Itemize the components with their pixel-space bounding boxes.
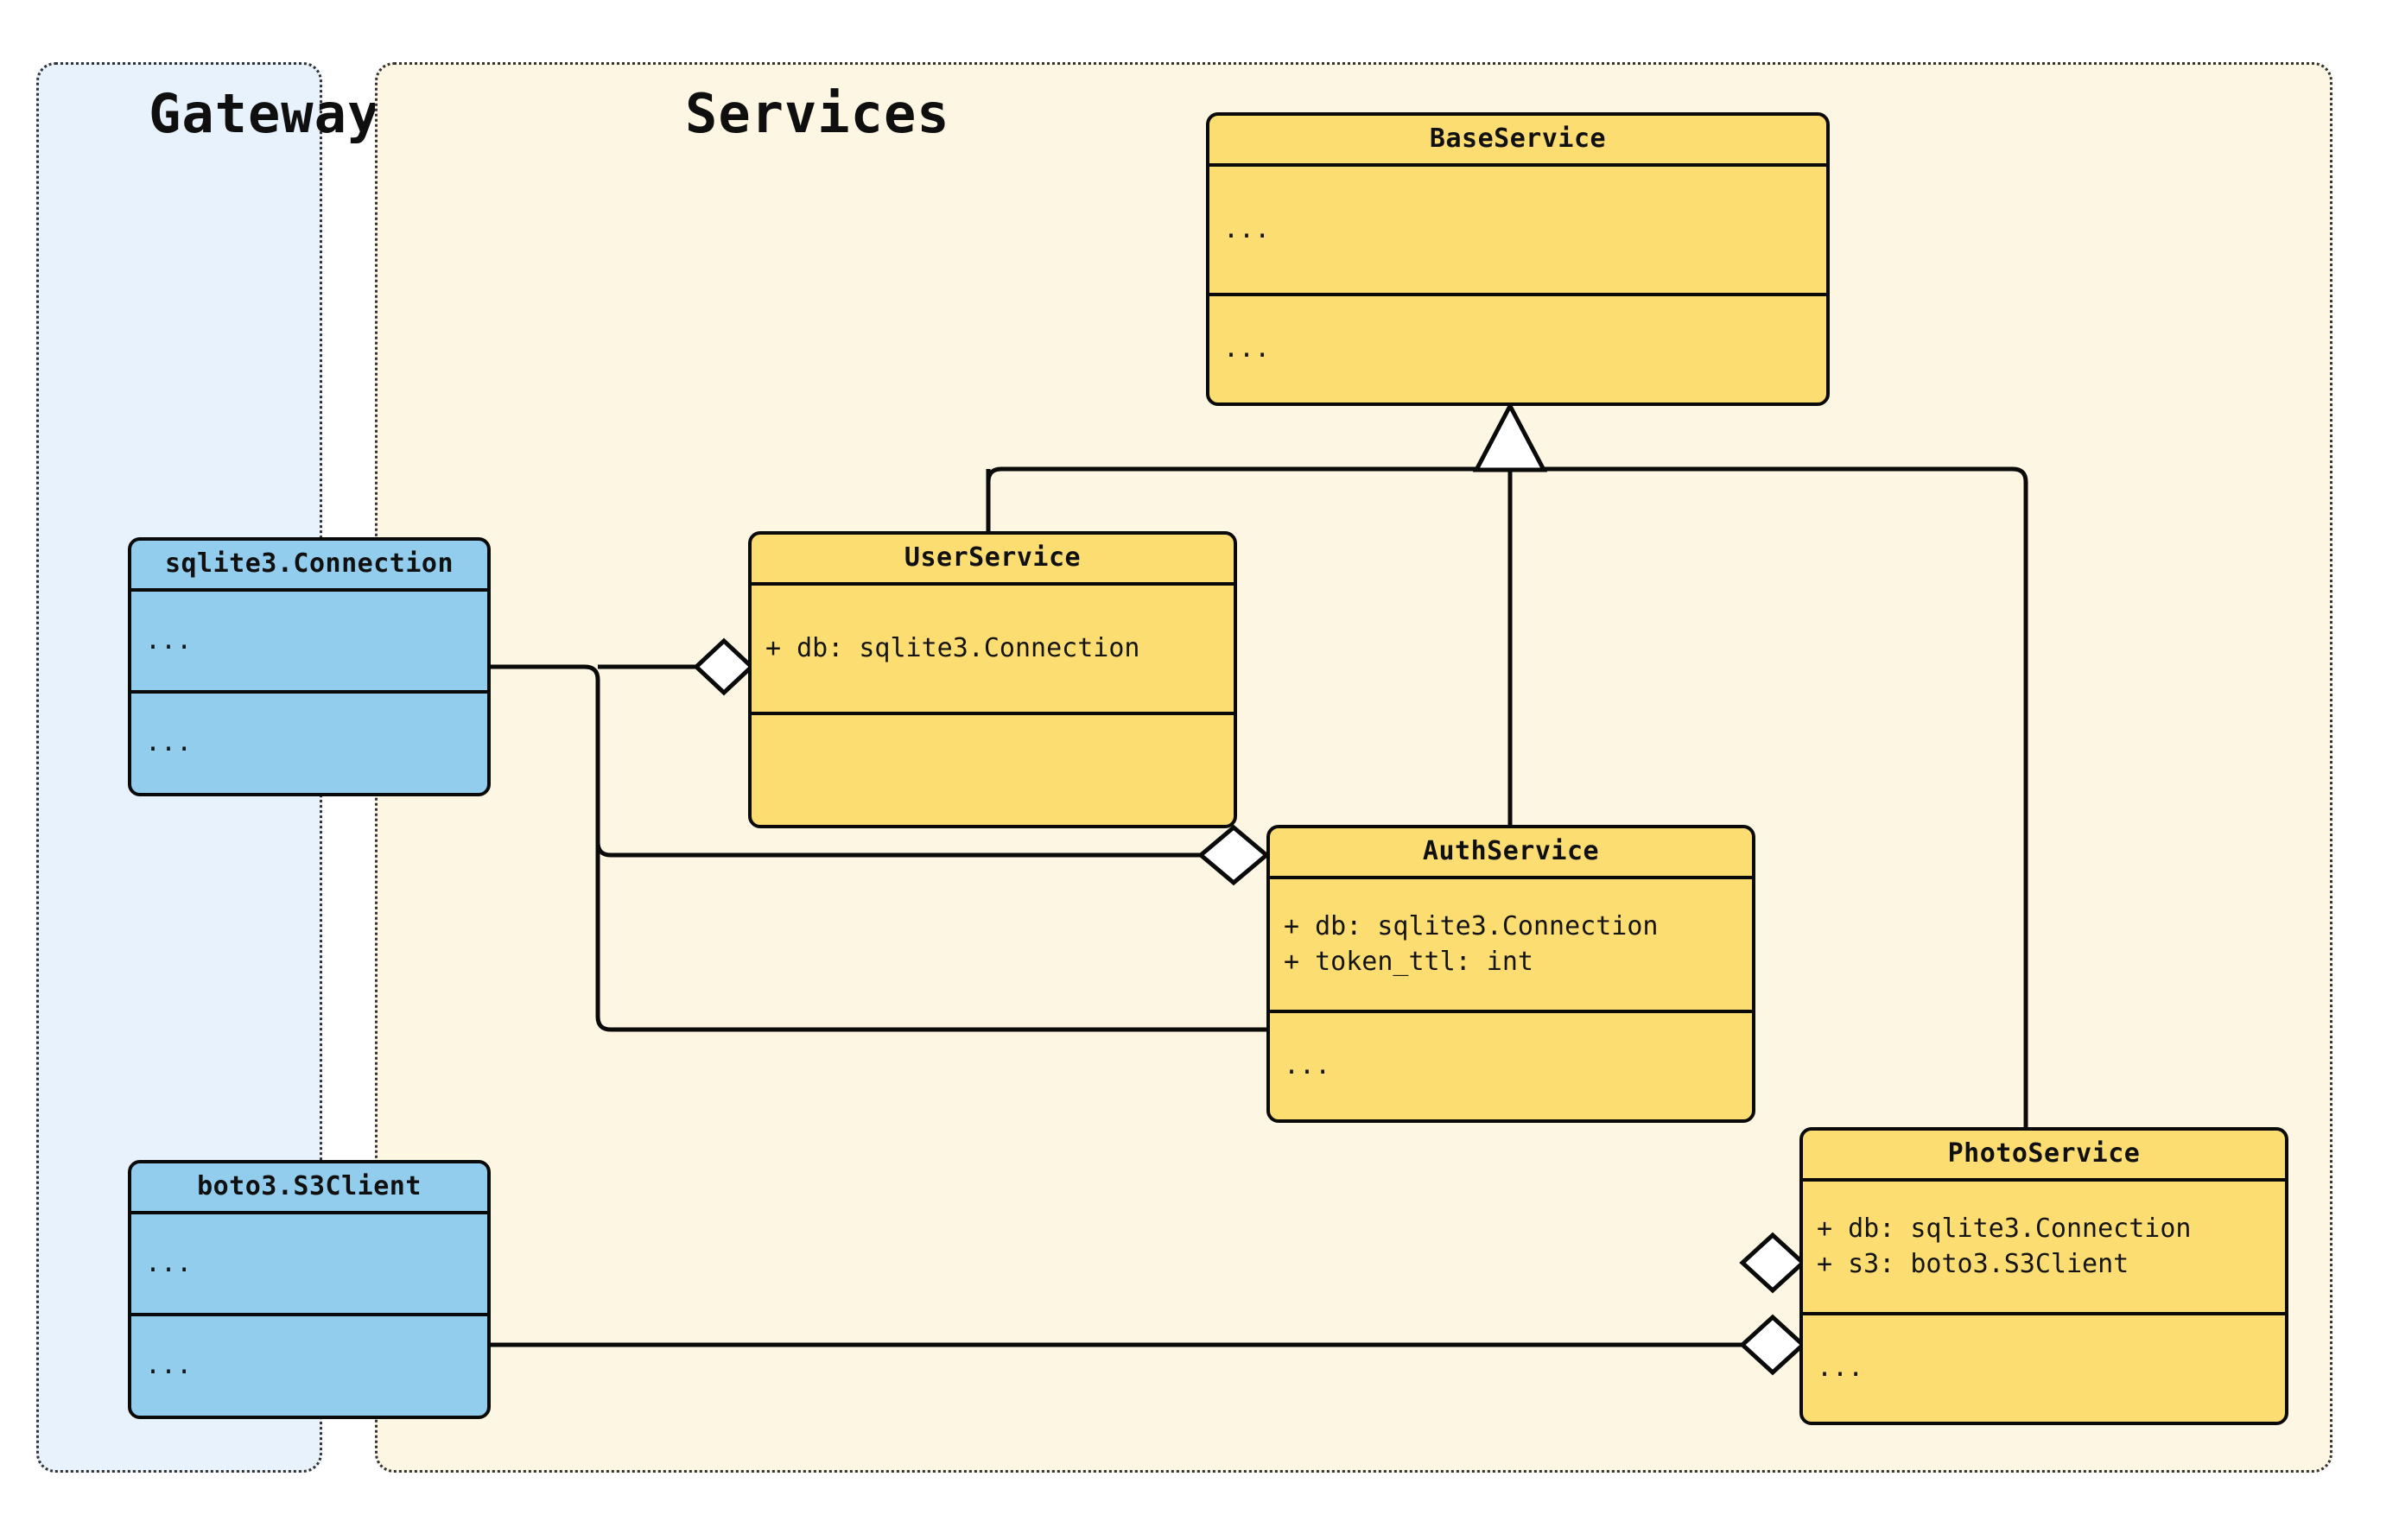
class-box-auth-service[interactable]: AuthService + db: sqlite3.Connection + t… xyxy=(1266,825,1755,1123)
attribute-row: + s3: boto3.S3Client xyxy=(1817,1248,2129,1279)
class-attributes-photo-service: + db: sqlite3.Connection + s3: boto3.S3C… xyxy=(1803,1182,2285,1315)
class-attributes-user-service: + db: sqlite3.Connection xyxy=(752,586,1234,715)
class-attributes-s3-client: ... xyxy=(131,1214,487,1316)
attribute-row: + db: sqlite3.Connection xyxy=(765,632,1140,663)
class-name-auth-service: AuthService xyxy=(1270,828,1752,879)
class-box-s3-client[interactable]: boto3.S3Client ... ... xyxy=(128,1160,491,1419)
class-methods-photo-service: ... xyxy=(1803,1315,2285,1422)
class-name-s3-client: boto3.S3Client xyxy=(131,1163,487,1214)
attribute-row: ... xyxy=(1223,213,1271,244)
class-methods-s3-client: ... xyxy=(131,1316,487,1416)
class-name-base-service: BaseService xyxy=(1209,116,1826,167)
class-name-sqlite-connection: sqlite3.Connection xyxy=(131,541,487,592)
class-attributes-auth-service: + db: sqlite3.Connection + token_ttl: in… xyxy=(1270,879,1752,1013)
class-box-sqlite-connection[interactable]: sqlite3.Connection ... ... xyxy=(128,537,491,796)
package-services-title: Services xyxy=(685,82,950,145)
class-methods-base-service: ... xyxy=(1209,296,1826,402)
attribute-row: ... xyxy=(145,624,193,656)
attribute-row: + db: sqlite3.Connection xyxy=(1817,1214,2192,1245)
class-name-photo-service: PhotoService xyxy=(1803,1131,2285,1182)
class-attributes-base-service: ... xyxy=(1209,167,1826,296)
class-methods-user-service xyxy=(752,715,1234,825)
attribute-row: ... xyxy=(145,1247,193,1278)
method-row: ... xyxy=(1284,1050,1331,1081)
package-gateways-title: Gateways xyxy=(149,82,414,145)
class-box-base-service[interactable]: BaseService ... ... xyxy=(1206,112,1830,406)
class-methods-auth-service: ... xyxy=(1270,1013,1752,1119)
class-methods-sqlite-connection: ... xyxy=(131,694,487,793)
class-attributes-sqlite-connection: ... xyxy=(131,592,487,694)
method-row: ... xyxy=(145,1350,193,1381)
class-box-user-service[interactable]: UserService + db: sqlite3.Connection xyxy=(748,531,1237,828)
method-row: ... xyxy=(145,727,193,758)
attribute-row: + token_ttl: int xyxy=(1284,946,1533,977)
class-name-user-service: UserService xyxy=(752,535,1234,586)
method-row: ... xyxy=(1817,1353,1864,1384)
method-row: ... xyxy=(1223,333,1271,364)
class-box-photo-service[interactable]: PhotoService + db: sqlite3.Connection + … xyxy=(1799,1127,2288,1425)
attribute-row: + db: sqlite3.Connection xyxy=(1284,911,1659,942)
